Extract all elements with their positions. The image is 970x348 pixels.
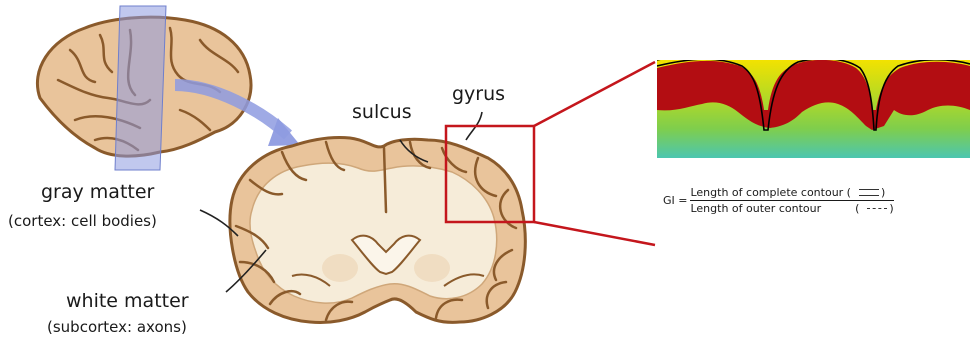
white-matter-sublabel: (subcortex: axons)	[47, 320, 187, 335]
slice-plane	[115, 6, 166, 170]
coronal-white-matter	[250, 163, 497, 303]
denominator-text: Length of outer contour	[690, 202, 821, 215]
gyrus-label: gyrus	[452, 85, 505, 104]
sulcus-label: sulcus	[352, 103, 412, 122]
numerator-close: )	[881, 186, 885, 199]
connector-top	[534, 62, 655, 126]
cortex-inset	[657, 47, 970, 158]
gray-matter-sublabel: (cortex: cell bodies)	[8, 214, 157, 229]
formula-denominator: Length of outer contour ( )	[690, 201, 893, 215]
gyrification-index-formula: GI = Length of complete contour ( ) Leng…	[663, 186, 894, 215]
formula-fraction: Length of complete contour ( ) Length of…	[690, 186, 893, 215]
white-matter-label: white matter	[66, 292, 189, 311]
gray-matter-label: gray matter	[41, 183, 154, 202]
outer-contour	[657, 47, 970, 60]
coronal-section	[230, 137, 525, 322]
formula-lhs: GI =	[663, 194, 687, 207]
dashed-line-legend	[867, 208, 887, 209]
solid-line-legend	[859, 189, 879, 196]
denominator-close: )	[889, 202, 893, 215]
connector-bottom	[534, 222, 655, 245]
formula-numerator: Length of complete contour ( )	[690, 186, 893, 201]
numerator-text: Length of complete contour (	[690, 186, 851, 199]
